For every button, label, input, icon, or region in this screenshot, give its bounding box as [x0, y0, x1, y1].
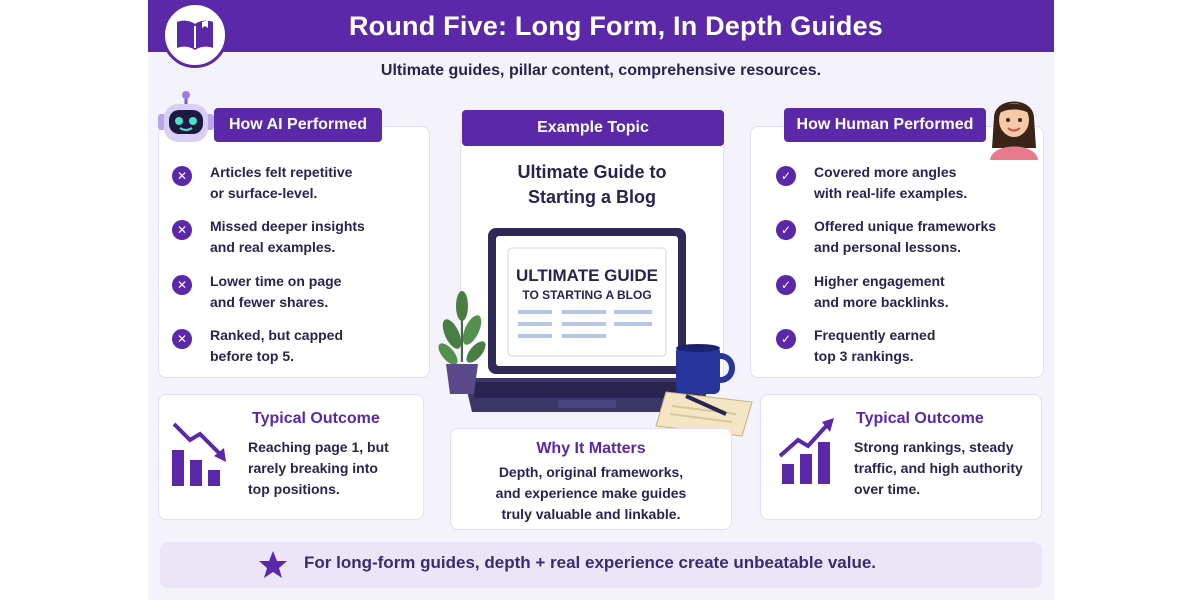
human-outcome-title: Typical Outcome: [856, 410, 984, 427]
human-outcome-text: Strong rankings, steady traffic, and hig…: [854, 439, 1023, 497]
rising-chart-icon: [778, 414, 842, 486]
infographic: Round Five: Long Form, In Depth Guides U…: [148, 0, 1054, 600]
check-circle-icon: ✓: [776, 275, 796, 295]
ai-performance-card: [158, 126, 430, 378]
potted-plant-icon: [436, 284, 488, 396]
takeaway-bar: [160, 542, 1042, 588]
ai-outcome-text: Reaching page 1, but rarely breaking int…: [248, 439, 389, 497]
why-it-matters-title: Why It Matters: [536, 440, 646, 457]
page-subtitle: Ultimate guides, pillar content, compreh…: [380, 62, 822, 79]
person-avatar-icon: [984, 88, 1044, 160]
ai-item-2: ✕ Missed deeper insights and real exampl…: [172, 216, 365, 258]
x-circle-icon: ✕: [172, 275, 192, 295]
human-item-1: ✓ Covered more angles with real-life exa…: [776, 162, 967, 204]
x-circle-icon: ✕: [172, 329, 192, 349]
laptop-screen-title-line-1: ULTIMATE GUIDE: [516, 266, 658, 285]
human-item-2: ✓ Offered unique frameworks and personal…: [776, 216, 996, 258]
ai-outcome-card: [158, 394, 424, 520]
human-performance-heading: How Human Performed: [784, 108, 986, 142]
open-book-icon: [162, 2, 228, 68]
page-title: Round Five: Long Form, In Depth Guides: [348, 11, 884, 41]
human-item-4: ✓ Frequently earned top 3 rankings.: [776, 325, 935, 367]
ai-item-4: ✕ Ranked, but capped before top 5.: [172, 325, 343, 367]
coffee-mug-icon: [672, 342, 740, 398]
check-circle-icon: ✓: [776, 220, 796, 240]
why-it-matters-card: [450, 428, 732, 530]
robot-icon: [154, 90, 218, 154]
declining-chart-icon: [170, 420, 232, 488]
ai-performance-heading: How AI Performed: [214, 108, 382, 142]
human-item-3: ✓ Higher engagement and more backlinks.: [776, 271, 949, 313]
laptop-screen-title-line-2: TO STARTING A BLOG: [522, 288, 652, 302]
check-circle-icon: ✓: [776, 166, 796, 186]
why-it-matters-text: Depth, original frameworks, and experien…: [495, 464, 687, 522]
example-topic-heading: Example Topic: [462, 110, 724, 146]
takeaway-text: For long-form guides, depth + real exper…: [304, 553, 877, 572]
ai-item-1: ✕ Articles felt repetitive or surface-le…: [172, 162, 352, 204]
notepad-pen-icon: [652, 384, 756, 440]
check-circle-icon: ✓: [776, 329, 796, 349]
ai-item-3: ✕ Lower time on page and fewer shares.: [172, 271, 341, 313]
x-circle-icon: ✕: [172, 166, 192, 186]
ai-outcome-title: Typical Outcome: [252, 410, 380, 427]
star-icon: [258, 550, 288, 580]
laptop-illustration: [458, 226, 710, 414]
example-topic-title: Ultimate Guide to Starting a Blog: [517, 162, 667, 207]
x-circle-icon: ✕: [172, 220, 192, 240]
title-bar: [148, 0, 1054, 52]
